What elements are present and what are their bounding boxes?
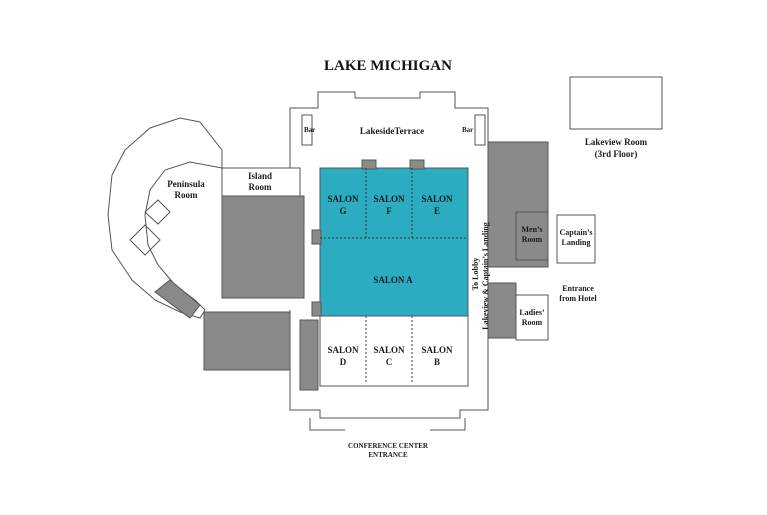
captains-landing-label-1: Captain’s bbox=[559, 228, 592, 237]
salon-g-label-1: SALON bbox=[327, 194, 359, 204]
mens-room-label-2: Room bbox=[522, 235, 543, 244]
conference-entrance-label-2: ENTRANCE bbox=[368, 451, 408, 459]
mens-room-box bbox=[515, 211, 549, 261]
salon-d-label-1: SALON bbox=[327, 345, 359, 355]
salon-c-label-2: C bbox=[386, 357, 393, 367]
bar-right-counter bbox=[474, 114, 486, 146]
salon-west-door-lower bbox=[311, 301, 322, 317]
peninsula-wing-outline bbox=[107, 117, 223, 319]
salon-c-label-1: SALON bbox=[373, 345, 405, 355]
salon-b-label-1: SALON bbox=[421, 345, 453, 355]
conference-entrance-label-1: CONFERENCE CENTER bbox=[348, 442, 429, 450]
lakeside-terrace-label: LakesideTerrace bbox=[360, 126, 424, 136]
service-area-east bbox=[487, 141, 549, 268]
salon-e-label-2: E bbox=[434, 206, 440, 216]
salon-d-label-2: D bbox=[340, 357, 347, 367]
to-lobby-label: To Lobby bbox=[471, 258, 480, 291]
map-title: LAKE MICHIGAN bbox=[324, 58, 452, 74]
bar-right-label: Bar bbox=[462, 126, 473, 134]
service-area-peninsula bbox=[154, 279, 201, 319]
salon-b-label-2: B bbox=[434, 357, 440, 367]
salon-a-to-g-highlight bbox=[319, 167, 469, 317]
salon-dcb-outline bbox=[319, 315, 469, 387]
salon-g-label-2: G bbox=[339, 206, 346, 216]
salon-f-label-2: F bbox=[386, 206, 392, 216]
peninsula-inner-walls bbox=[129, 199, 171, 256]
service-area-south-corridor bbox=[299, 319, 319, 391]
bar-left-label: Bar bbox=[304, 126, 315, 134]
service-area-west bbox=[221, 195, 305, 299]
salon-west-door-upper bbox=[311, 229, 322, 245]
ballroom-outer-wall bbox=[289, 168, 489, 419]
salon-e-label-1: SALON bbox=[421, 194, 453, 204]
captains-landing-label-2: Landing bbox=[562, 238, 591, 247]
peninsula-room-label-2: Room bbox=[175, 190, 198, 200]
captains-landing-box bbox=[556, 214, 596, 264]
corridor-label: Lakeview & Captain’s Landing bbox=[481, 222, 490, 330]
service-area-southwest bbox=[203, 311, 291, 371]
service-area-east-lower bbox=[487, 282, 517, 339]
lakeview-room-box bbox=[569, 76, 663, 130]
salon-f-alcove-right bbox=[409, 159, 425, 170]
island-room-label-1: Island bbox=[248, 171, 272, 181]
island-room-label-2: Room bbox=[249, 182, 272, 192]
mens-room-label-1: Men’s bbox=[521, 225, 542, 234]
salon-f-label-1: SALON bbox=[373, 194, 405, 204]
ladies-room-box bbox=[515, 294, 549, 341]
entrance-hotel-label-2: from Hotel bbox=[559, 294, 597, 303]
entrance-hotel-label-1: Entrance bbox=[562, 284, 594, 293]
bar-left-counter bbox=[301, 114, 313, 146]
lakeview-room-label-2: (3rd Floor) bbox=[595, 149, 638, 159]
salon-f-alcove-left bbox=[361, 159, 377, 170]
peninsula-room-label-1: Peninsula bbox=[167, 179, 205, 189]
lakeview-room-label-1: Lakeview Room bbox=[585, 137, 648, 147]
ladies-room-label-2: Room bbox=[522, 318, 543, 327]
entrance-canopy bbox=[309, 418, 466, 431]
ladies-room-label-1: Ladies’ bbox=[519, 308, 545, 317]
salon-a-label: SALON A bbox=[373, 275, 413, 285]
lakeside-terrace-outline bbox=[289, 91, 489, 168]
